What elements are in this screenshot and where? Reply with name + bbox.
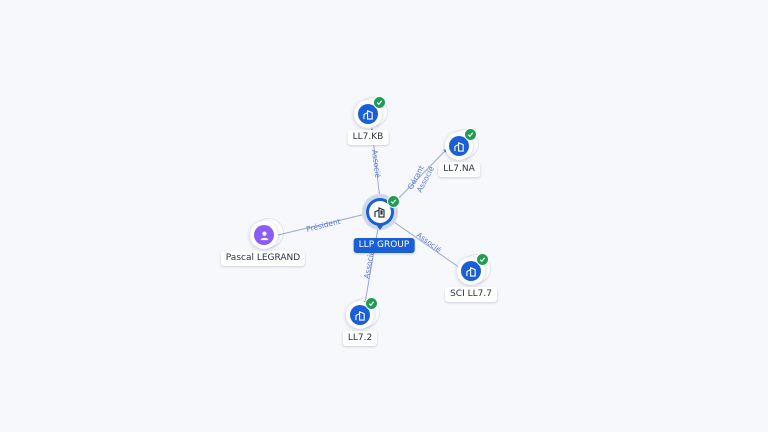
edge-label-ll7kb: Associé [370,149,382,179]
verified-check-icon [387,195,400,208]
node-ll72[interactable] [346,297,380,329]
center-node-llp-group[interactable] [362,194,400,230]
node-label-ll7kb[interactable]: LL7.KB [347,130,389,145]
building-icon [350,305,370,325]
verified-check-icon [373,96,386,109]
building-icon [461,261,481,281]
building-icon [369,201,391,223]
node-label-pascal-legrand[interactable]: Pascal LEGRAND [220,251,306,266]
edge-label-pascal: Président [305,217,341,234]
node-ll7kb[interactable] [354,96,388,128]
person-icon [254,225,274,245]
node-label-ll7na[interactable]: LL7.NA [438,162,480,177]
center-node-pointer [375,223,385,230]
verified-check-icon [476,253,489,266]
center-node-label[interactable]: LLP GROUP [353,238,415,253]
edge-pascal [277,212,368,236]
verified-check-icon [365,297,378,310]
node-pascal-legrand[interactable] [250,218,284,249]
building-icon [358,104,378,124]
building-icon [449,136,469,156]
edge-scill77 [393,221,462,270]
edge-label-scill77: Associé [415,230,444,254]
node-label-sci-ll77[interactable]: SCI LL7.7 [445,287,497,302]
edge-ll7na [391,148,448,206]
verified-check-icon [464,128,477,141]
edge-label-ll72: Associé [362,249,376,279]
node-ll7na[interactable] [445,128,479,160]
node-label-ll72[interactable]: LL7.2 [342,331,378,346]
center-node-ring [366,198,394,226]
node-sci-ll77[interactable] [457,253,491,285]
